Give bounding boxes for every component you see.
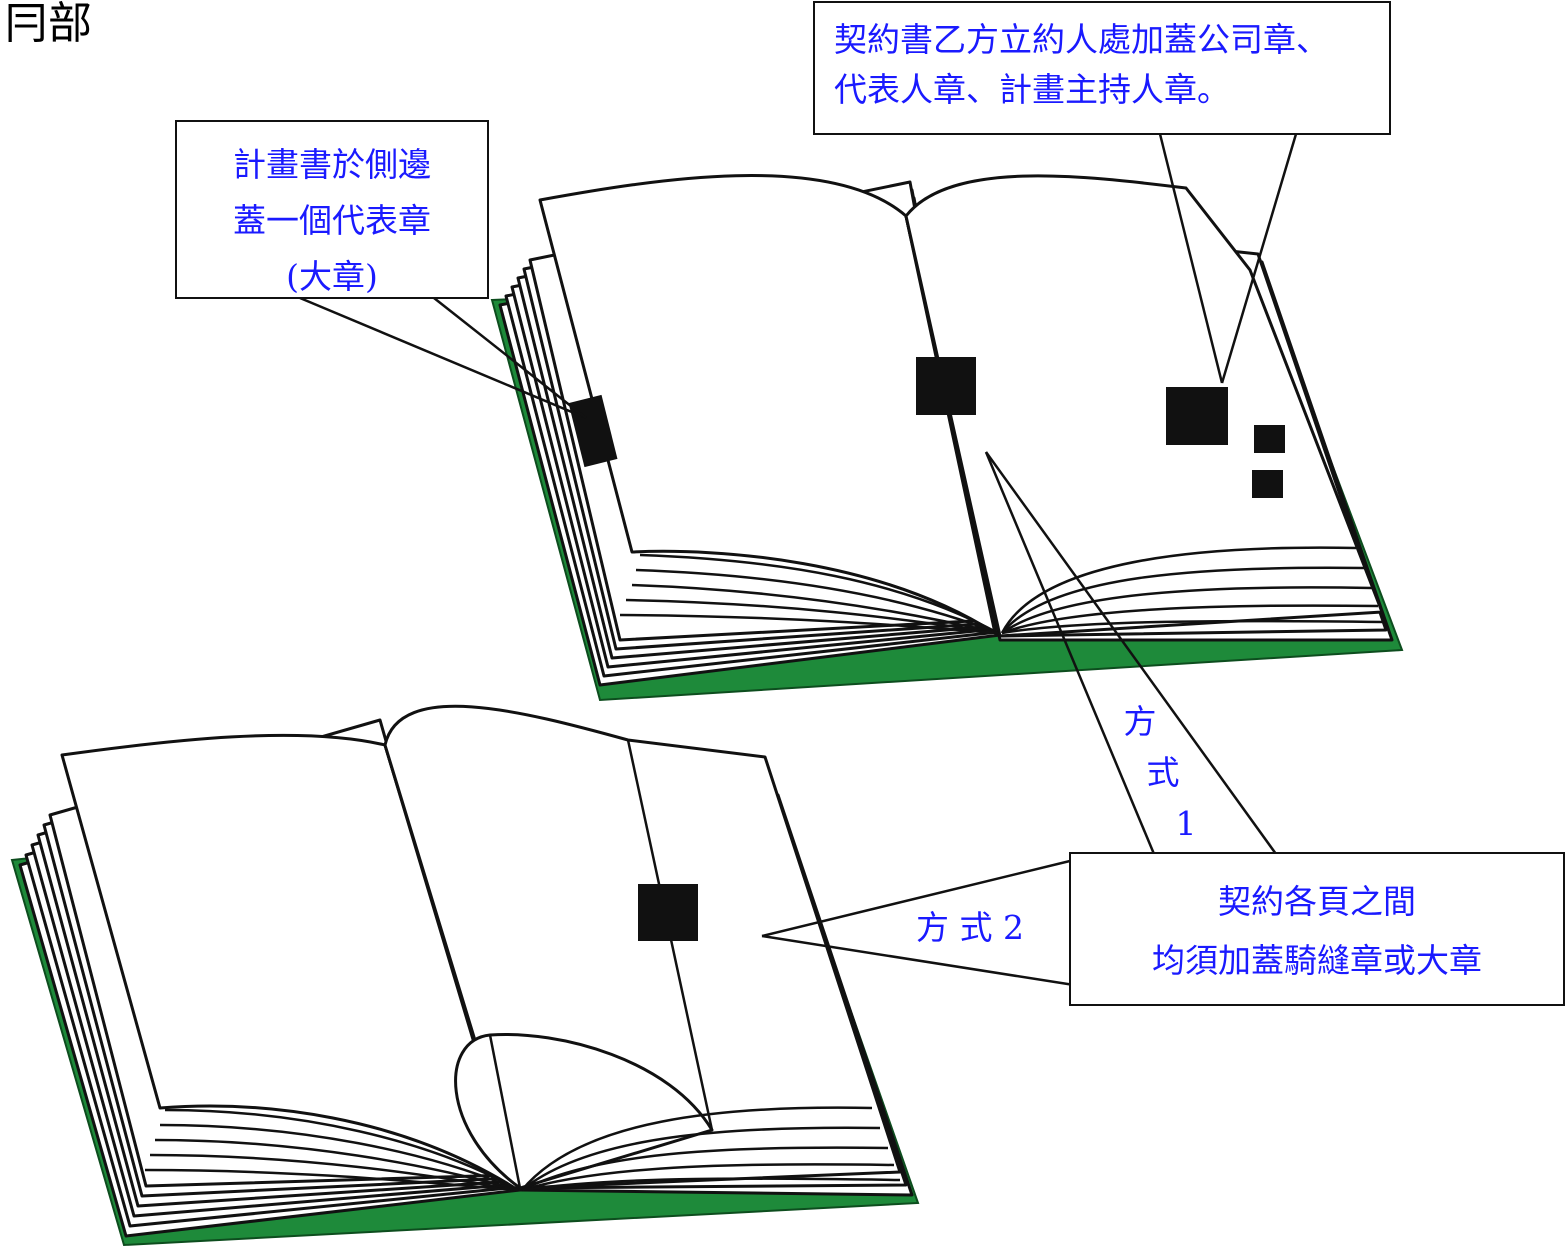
method-2-label: 方 式 2 xyxy=(916,908,1024,947)
plan-book xyxy=(10,704,920,1247)
callout-seam-stamp-line-2: 均須加蓋騎縫章或大章 xyxy=(1152,941,1482,980)
callout-plan-book-line-3: (大章) xyxy=(286,257,378,296)
contract-book xyxy=(490,174,1404,702)
seam-stamp xyxy=(916,357,976,415)
callout-seam-stamp: 契約各頁之間 均須加蓋騎縫章或大章 xyxy=(761,451,1565,1006)
method-1-char-2: 式 xyxy=(1147,753,1180,792)
callout-contract-signatory-line-1: 契約書乙方立約人處加蓋公司章、 xyxy=(834,20,1329,59)
method-1-label: 方 式 1 xyxy=(1124,702,1197,843)
method-2-stamp xyxy=(638,884,698,941)
company-stamp xyxy=(1166,387,1228,445)
callout-seam-stamp-line-1: 契約各頁之間 xyxy=(1218,882,1416,921)
project-leader-stamp xyxy=(1252,470,1283,498)
method-1-char-1: 方 xyxy=(1124,702,1157,741)
callout-plan-book-line-2: 蓋一個代表章 xyxy=(233,201,431,240)
callout-plan-book-line-1: 計畫書於側邊 xyxy=(233,145,431,184)
representative-stamp xyxy=(1254,425,1285,453)
corner-title: 冃部 xyxy=(4,0,92,49)
callout-plan-book: 計畫書於側邊 蓋一個代表章 (大章) xyxy=(175,120,587,420)
method-1-char-3: 1 xyxy=(1176,804,1197,843)
callout-contract-signatory-line-2: 代表人章、計畫主持人章。 xyxy=(834,70,1230,109)
callout-contract-signatory: 契約書乙方立約人處加蓋公司章、 代表人章、計畫主持人章。 xyxy=(813,1,1391,384)
